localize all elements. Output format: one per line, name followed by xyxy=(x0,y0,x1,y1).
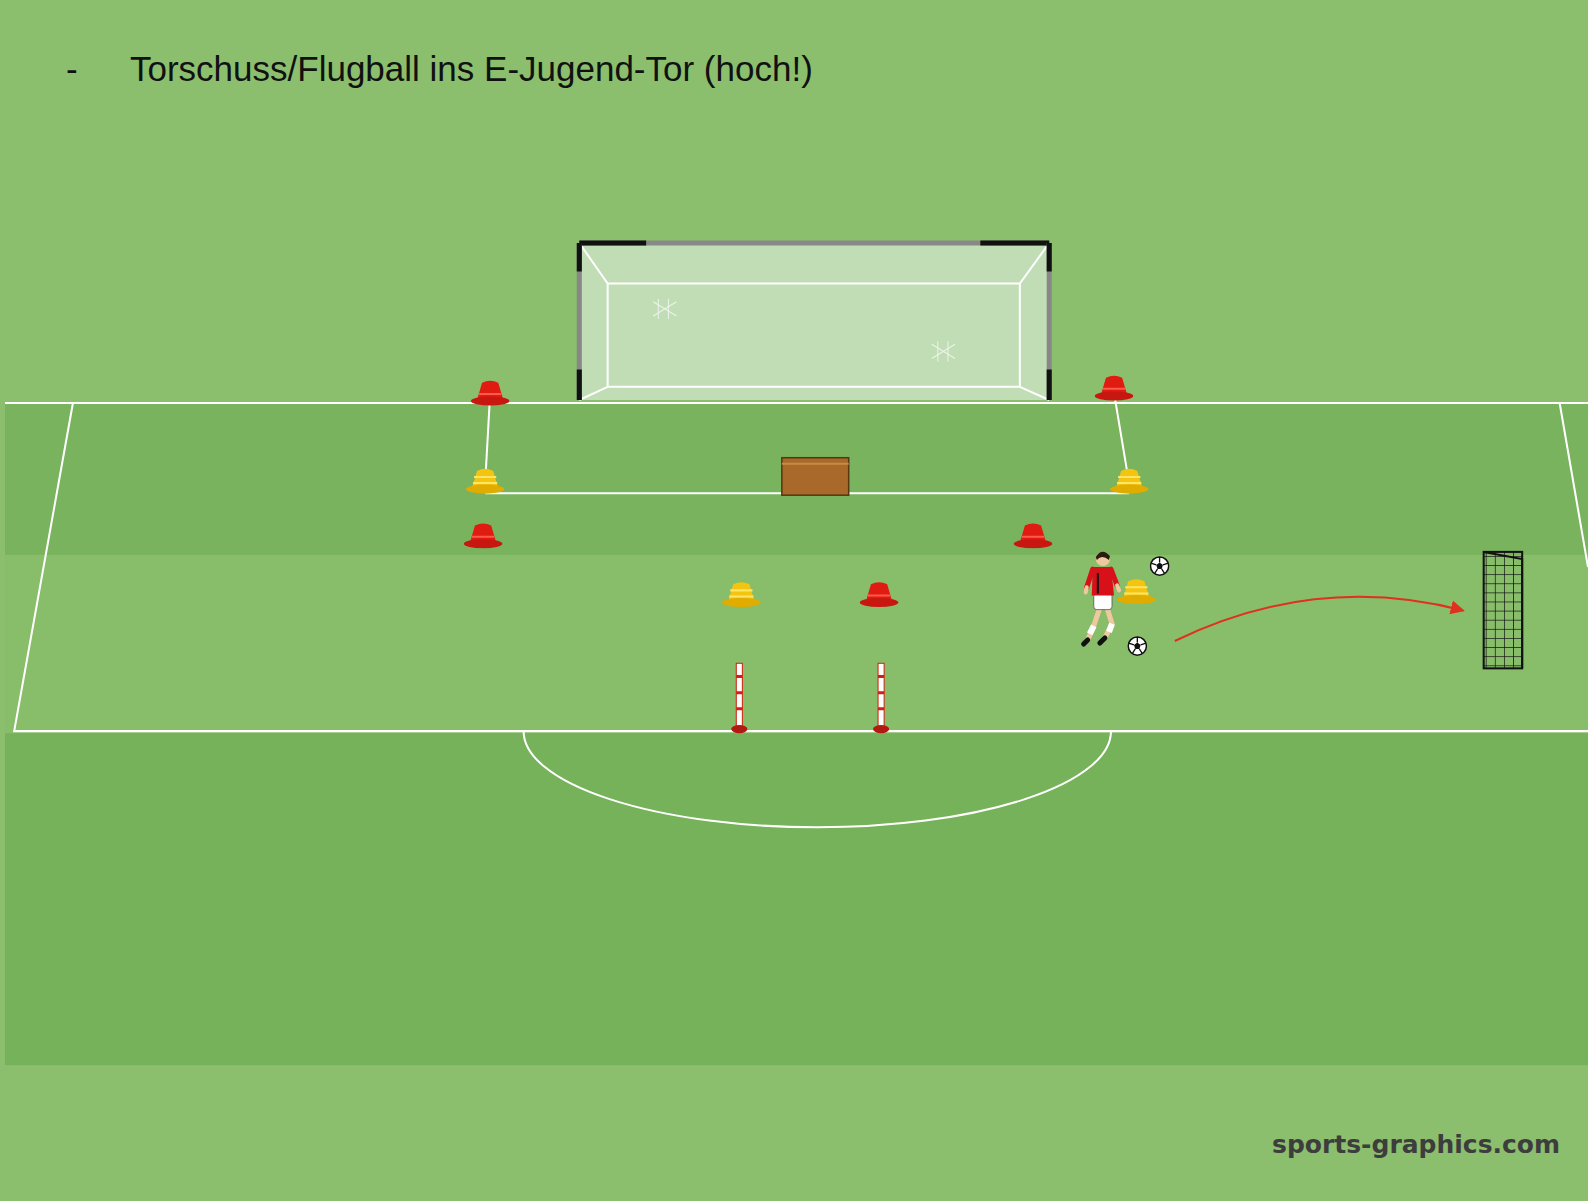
drill-title: Torschuss/Flugball ins E-Jugend-Tor (hoc… xyxy=(130,49,813,89)
bullet-dash: - xyxy=(66,49,78,89)
watermark: sports-graphics.com xyxy=(1272,1130,1560,1159)
